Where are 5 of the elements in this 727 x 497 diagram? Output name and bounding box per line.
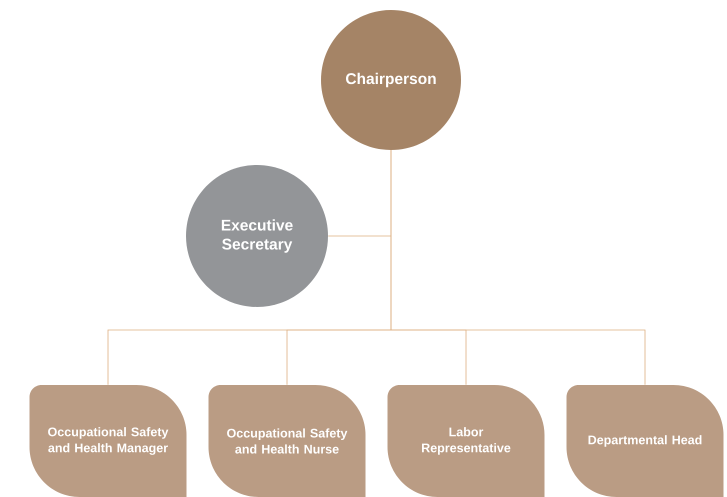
role-box: Occupational Safety and Health Nurse xyxy=(208,385,366,497)
role-box: Occupational Safety and Health Manager xyxy=(30,385,186,497)
connector-line xyxy=(390,150,646,386)
role-box: Departmental Head xyxy=(566,385,724,497)
role-box: Labor Representative xyxy=(388,385,544,497)
